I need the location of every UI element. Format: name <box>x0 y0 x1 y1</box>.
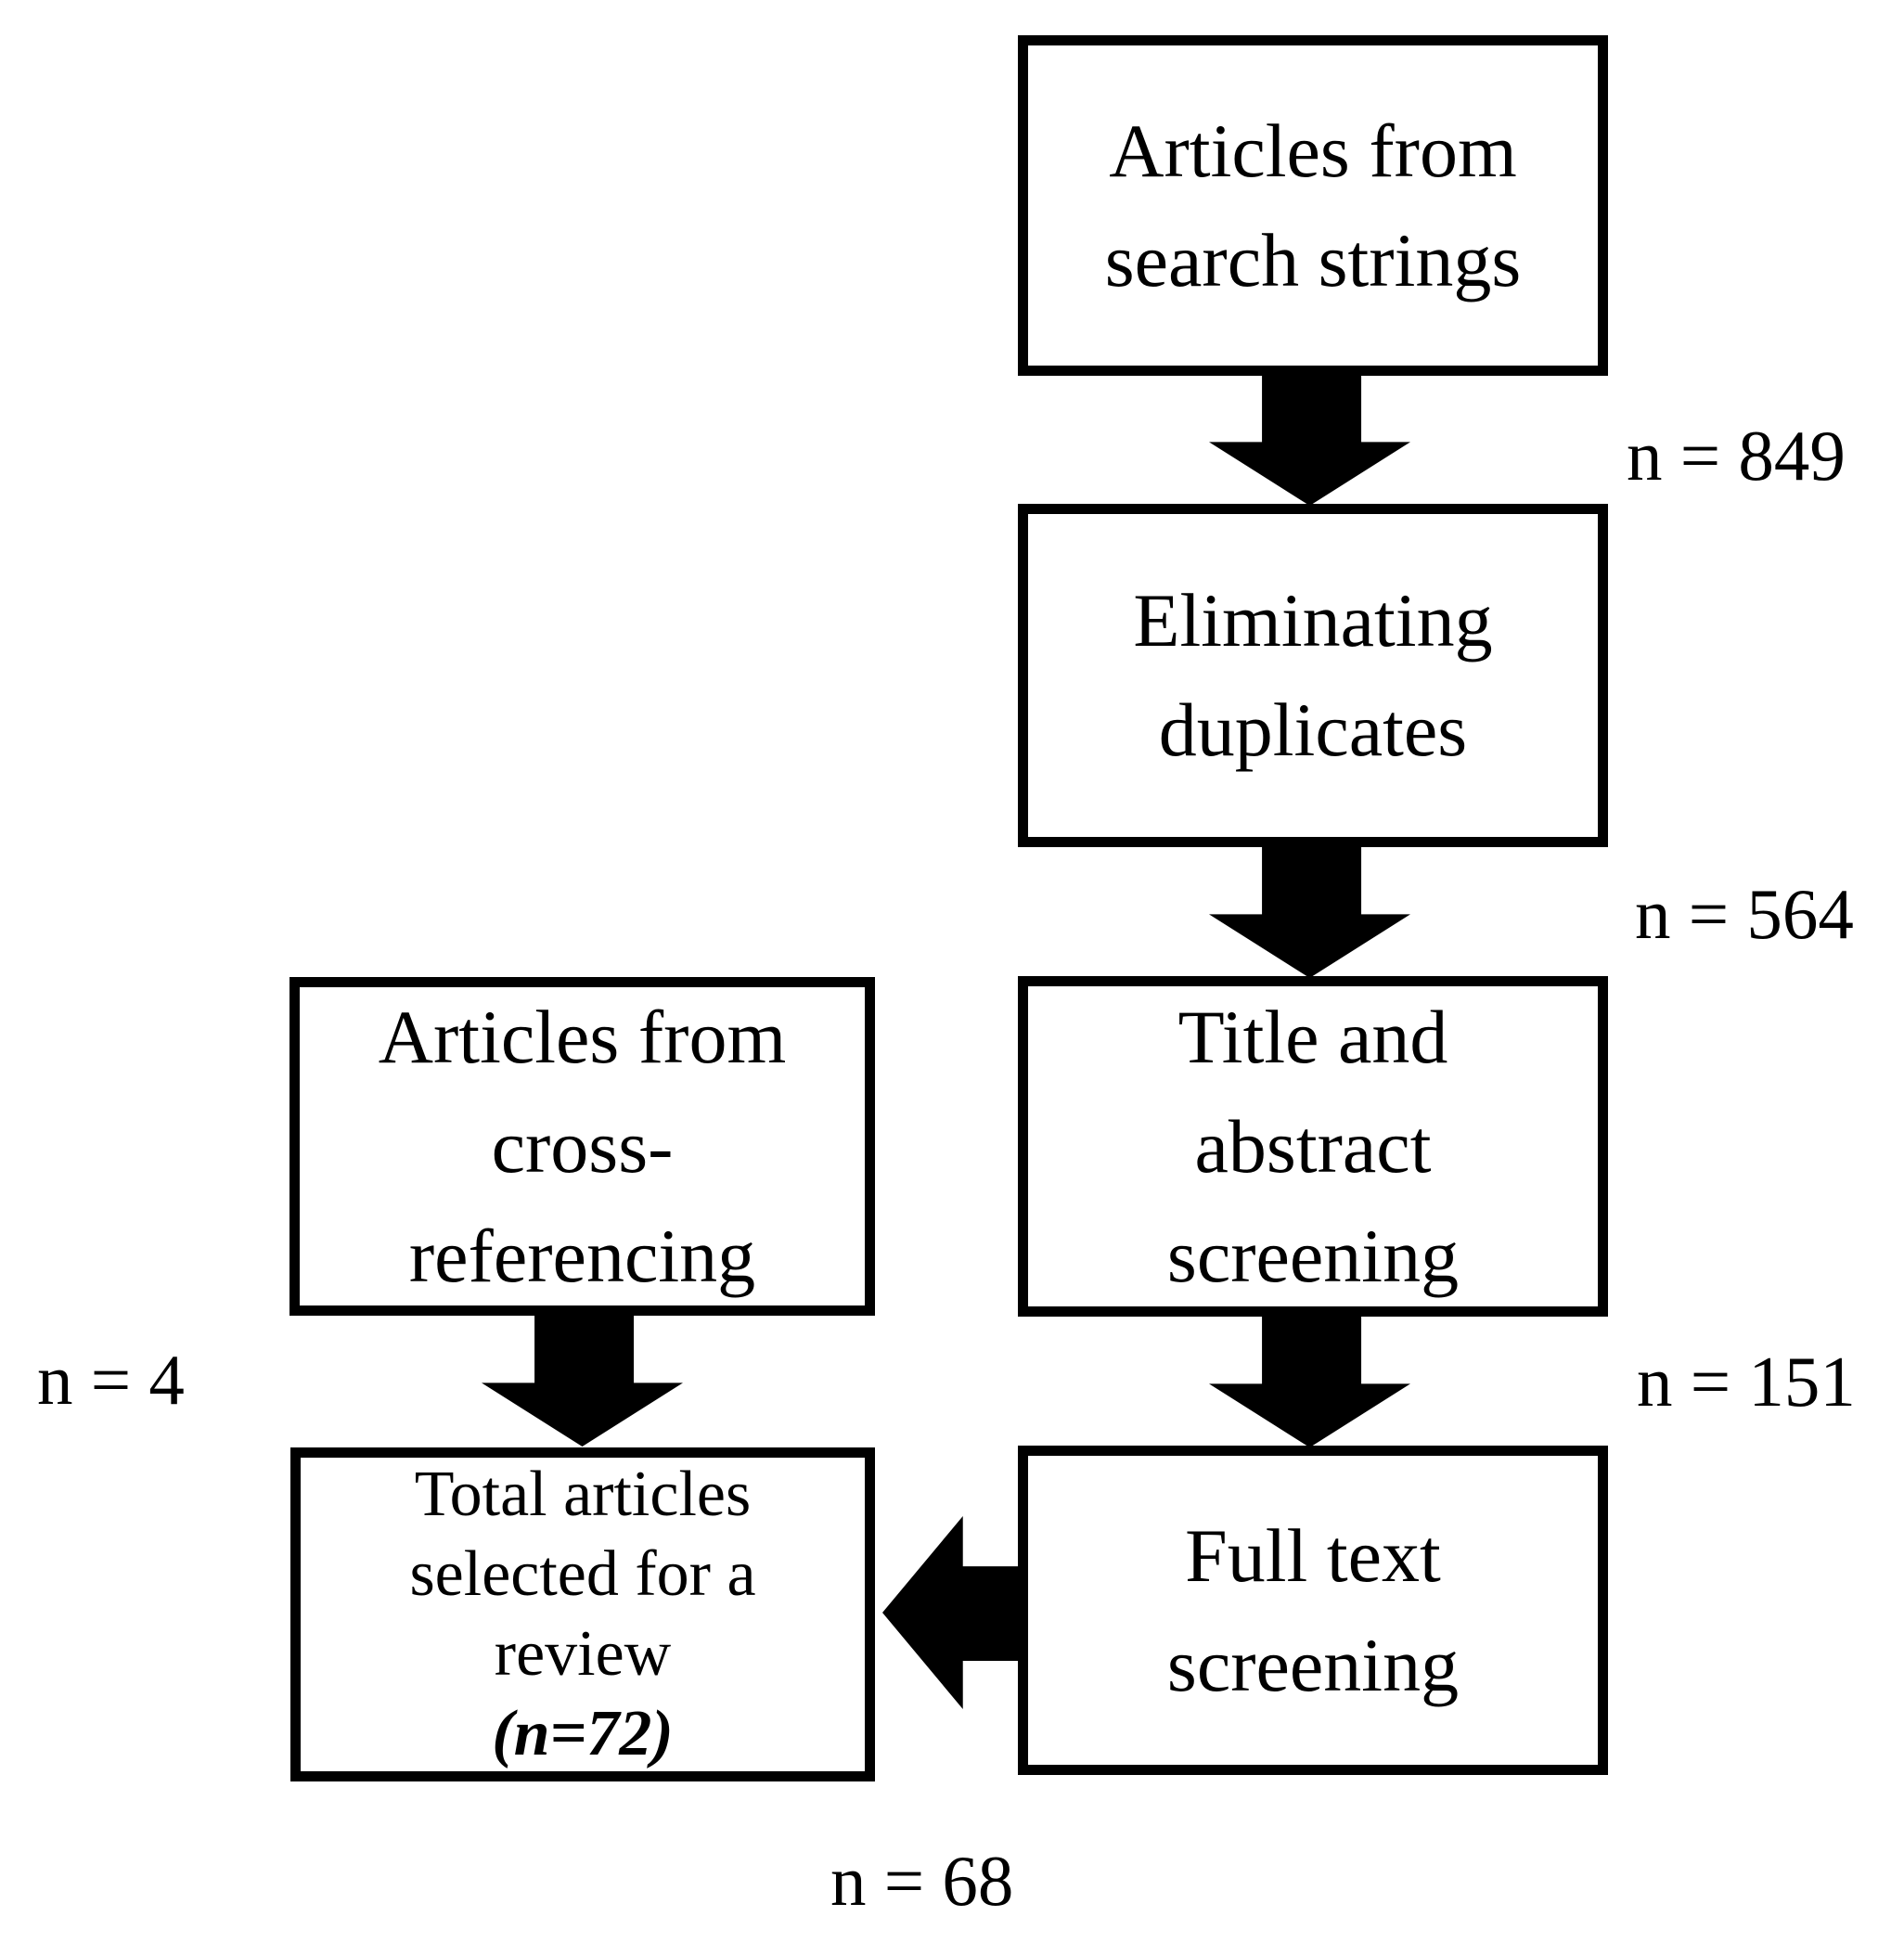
flow-box-eliminating-duplicates: Eliminating duplicates <box>1018 504 1608 847</box>
down-arrow-search-to-duplicates <box>1209 373 1410 506</box>
flow-box-title-and-abstract-screening: Title and abstract screening <box>1018 976 1608 1317</box>
down-arrow-duplicates-to-title-abstract <box>1209 845 1410 978</box>
box-text-line: cross- <box>491 1103 674 1189</box>
box-text-line: Articles from <box>1109 108 1517 193</box>
box-text-line: selected for a <box>409 1538 756 1610</box>
box-text-line-emphasis: (n=72) <box>492 1698 674 1769</box>
count-label-after-deduplication: n = 564 <box>1635 874 1854 954</box>
box-text-line: Total articles <box>414 1459 752 1530</box>
flow-box-total-articles-selected: Total articles selected for a review (n=… <box>290 1447 875 1781</box>
flow-box-full-text-screening: Full text screening <box>1018 1446 1608 1775</box>
box-text-line: referencing <box>408 1213 756 1298</box>
box-text-line: Title and <box>1177 994 1448 1079</box>
box-text-line: Eliminating <box>1133 578 1493 662</box>
count-label-after-full-text: n = 68 <box>830 1841 1014 1921</box>
box-text-line: review <box>494 1618 672 1690</box>
box-text-line: Full text <box>1185 1512 1441 1598</box>
count-label-after-search: n = 849 <box>1627 416 1846 495</box>
box-text-line: screening <box>1166 1213 1460 1298</box>
box-text-line: screening <box>1166 1622 1460 1707</box>
box-text-line: Articles from <box>378 994 787 1079</box>
flow-box-articles-from-search-strings: Articles from search strings <box>1018 35 1608 376</box>
flow-box-articles-from-cross-referencing: Articles from cross- referencing <box>289 977 875 1316</box>
count-label-after-title-abstract: n = 151 <box>1637 1342 1856 1421</box>
box-text-line: duplicates <box>1158 688 1468 772</box>
box-text-line: search strings <box>1104 217 1522 302</box>
count-label-cross-referencing: n = 4 <box>37 1340 185 1420</box>
left-arrow-full-text-to-total <box>882 1516 1019 1709</box>
down-arrow-title-abstract-to-full-text <box>1209 1315 1410 1447</box>
box-text-line: abstract <box>1194 1103 1432 1189</box>
down-arrow-cross-referencing-to-total <box>482 1314 683 1447</box>
